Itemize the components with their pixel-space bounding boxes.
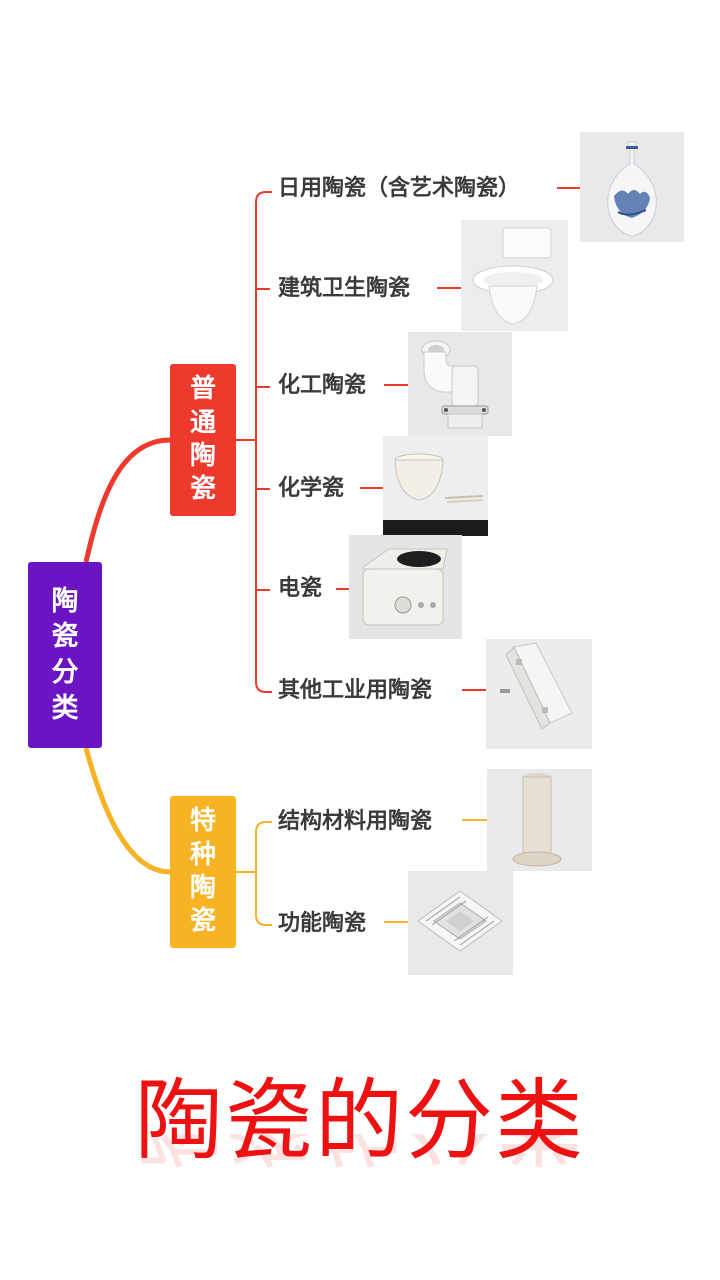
leaf-chemical-engineering-ceramics: 化工陶瓷 (278, 373, 367, 398)
branch-label: 特种陶瓷 (190, 806, 217, 937)
leaf-building-sanitary-ceramics: 建筑卫生陶瓷 (278, 276, 411, 301)
root-node: 陶瓷分类 (28, 562, 102, 748)
branch-label: 普通陶瓷 (190, 374, 217, 505)
industrial-part-image (486, 639, 592, 749)
connector-lines (83, 187, 580, 926)
hot-plate-image (349, 535, 462, 639)
crucible-image (383, 436, 488, 536)
branch-node-normal-ceramics: 普通陶瓷 (170, 364, 236, 516)
page-title: 陶瓷的分类 (134, 1069, 585, 1172)
page-title-reflection: 陶瓷的分类 (0, 1134, 720, 1194)
leaf-daily-ceramics: 日用陶瓷（含艺术陶瓷） (278, 176, 521, 201)
leaf-other-industrial-ceramics: 其他工业用陶瓷 (278, 678, 433, 703)
leaf-electrical-porcelain: 电瓷 (278, 576, 323, 601)
toilet-image (461, 220, 568, 331)
ceramic-rod-image (487, 769, 592, 871)
connector-root-special (83, 747, 171, 875)
leaf-functional-ceramics: 功能陶瓷 (278, 911, 367, 936)
branch-node-special-ceramics: 特种陶瓷 (170, 796, 236, 948)
pipe-elbow-image (408, 332, 512, 436)
leaf-structural-ceramics: 结构材料用陶瓷 (278, 809, 433, 834)
root-label: 陶瓷分类 (51, 585, 79, 724)
leaf-chemical-porcelain: 化学瓷 (278, 476, 345, 501)
vase-image (580, 132, 684, 242)
chip-package-image (408, 871, 513, 975)
connector-root-normal (83, 437, 171, 563)
